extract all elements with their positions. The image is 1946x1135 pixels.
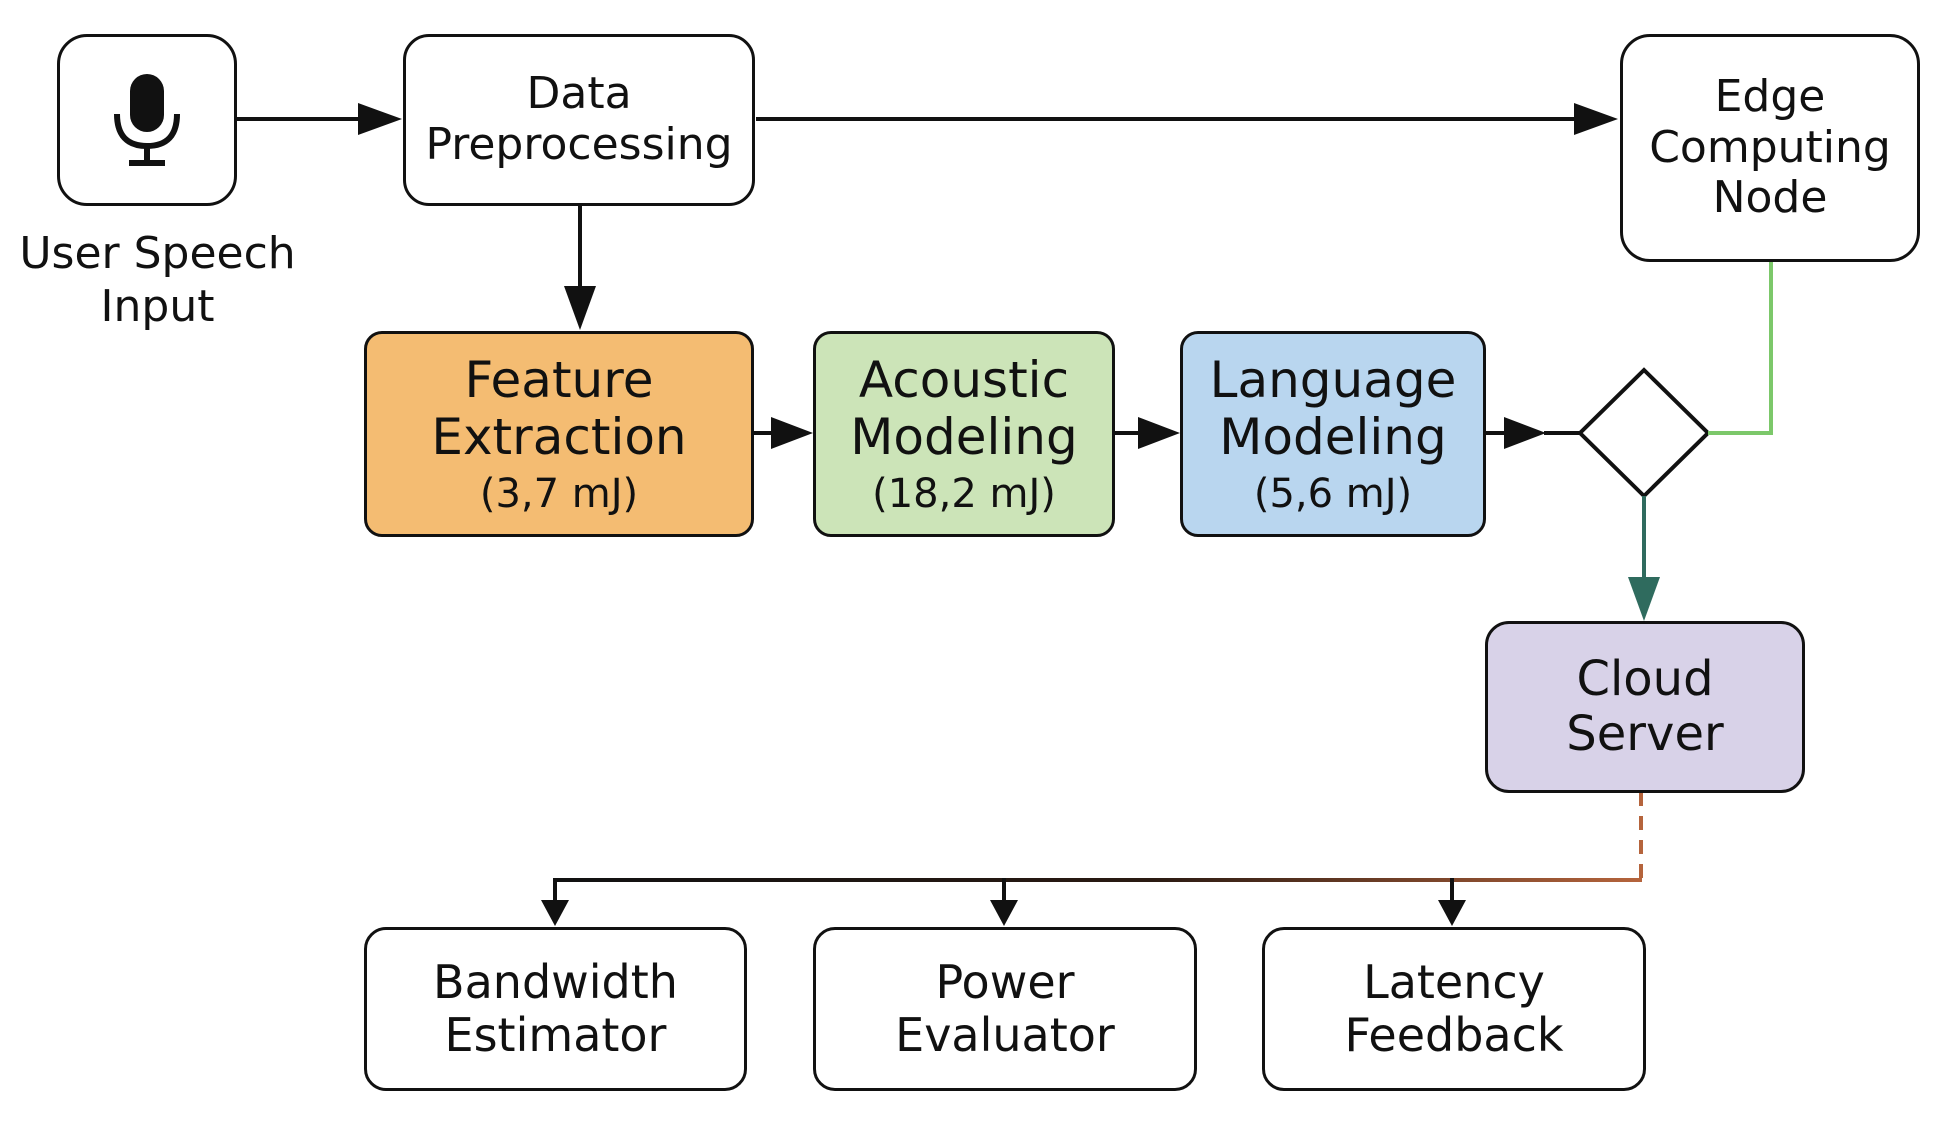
power-evaluator-line1: Power	[935, 955, 1075, 1010]
feature-extraction-energy: (3,7 mJ)	[479, 470, 639, 517]
edge-node-line3: Node	[1712, 172, 1828, 224]
edge-node-line2: Computing	[1649, 121, 1891, 173]
acoustic-modeling-box: Acoustic Modeling (18,2 mJ)	[813, 331, 1115, 537]
language-modeling-energy: (5,6 mJ)	[1253, 470, 1413, 517]
language-modeling-line1: Language	[1209, 350, 1457, 409]
feature-extraction-box: Feature Extraction (3,7 mJ)	[364, 331, 754, 537]
edge-computing-node-box: Edge Computing Node	[1620, 34, 1920, 262]
arrowhead-feature-to-acoustic	[771, 417, 813, 449]
power-evaluator-line2: Evaluator	[895, 1008, 1115, 1062]
data-preprocessing-line2: Preprocessing	[425, 119, 733, 170]
cloud-server-line1: Cloud	[1576, 650, 1714, 707]
acoustic-modeling-line2: Modeling	[850, 408, 1078, 466]
arrowhead-preprocessing-to-edge	[1574, 103, 1618, 135]
bandwidth-estimator-line1: Bandwidth	[433, 955, 678, 1010]
data-preprocessing-line1: Data	[526, 68, 632, 120]
microphone-box	[57, 34, 237, 206]
arrowhead-bus-to-power	[990, 900, 1018, 926]
latency-feedback-line2: Feedback	[1344, 1008, 1564, 1062]
feature-extraction-line2: Extraction	[431, 408, 687, 466]
decision-diamond	[1577, 367, 1711, 499]
arrowhead-bus-to-bandwidth	[541, 900, 569, 926]
arrowhead-decision-to-cloud	[1628, 577, 1660, 621]
arrowhead-preprocessing-to-feature	[564, 286, 596, 330]
user-speech-input-line2: Input	[100, 280, 215, 332]
language-modeling-line2: Modeling	[1219, 408, 1447, 466]
arrowhead-input-to-preprocessing	[358, 103, 402, 135]
user-speech-input-label: User Speech Input	[0, 228, 315, 334]
latency-feedback-line1: Latency	[1363, 955, 1545, 1010]
arrowhead-acoustic-to-language	[1138, 417, 1180, 449]
data-preprocessing-box: Data Preprocessing	[403, 34, 755, 206]
power-evaluator-box: Power Evaluator	[813, 927, 1197, 1091]
user-speech-input-line1: User Speech	[19, 228, 296, 279]
acoustic-modeling-line1: Acoustic	[858, 350, 1070, 409]
feature-extraction-line1: Feature	[464, 350, 654, 409]
cloud-server-line2: Server	[1566, 706, 1724, 762]
link-decision-to-edge	[1708, 262, 1773, 435]
language-modeling-box: Language Modeling (5,6 mJ)	[1180, 331, 1486, 537]
acoustic-modeling-energy: (18,2 mJ)	[872, 470, 1056, 517]
edge-node-line1: Edge	[1714, 71, 1826, 123]
arrowhead-language-to-decision	[1504, 417, 1546, 449]
arrowhead-bus-to-latency	[1438, 900, 1466, 926]
latency-feedback-box: Latency Feedback	[1262, 927, 1646, 1091]
cloud-server-box: Cloud Server	[1485, 621, 1805, 793]
bandwidth-estimator-box: Bandwidth Estimator	[364, 927, 747, 1091]
microphone-icon	[114, 74, 180, 166]
bandwidth-estimator-line2: Estimator	[444, 1008, 667, 1062]
